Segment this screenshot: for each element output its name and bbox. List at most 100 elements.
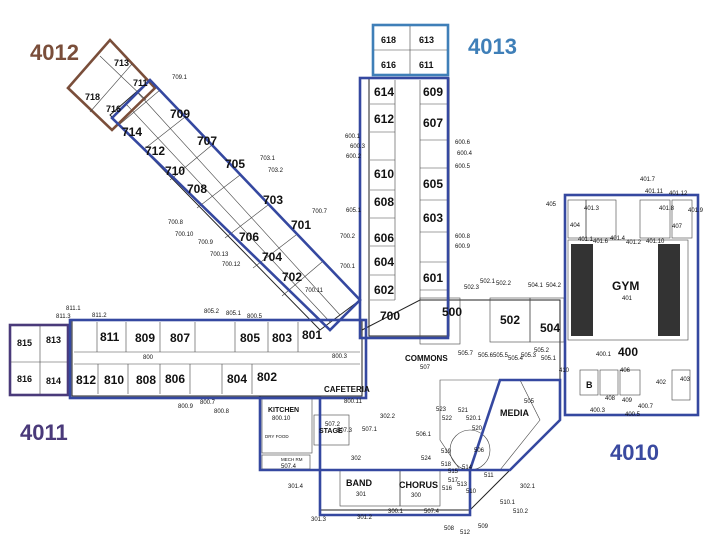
room-505-7: 505.7 <box>458 351 474 357</box>
room-401-4: 401.4 <box>610 236 626 242</box>
room-400-1: 400.1 <box>596 352 612 358</box>
room-402: 402 <box>656 380 667 386</box>
room-400-7: 400.7 <box>638 404 654 410</box>
room-504-1: 504.1 <box>528 283 544 289</box>
room-401-1: 401.1 <box>578 237 594 243</box>
room-802: 802 <box>257 370 277 384</box>
room-605-1: 605.1 <box>346 208 362 214</box>
room-815: 815 <box>17 338 32 348</box>
room-401-10: 401.10 <box>646 239 665 245</box>
room-502-3: 502.3 <box>464 285 480 291</box>
room-506: 506 <box>474 448 485 454</box>
mech-room-label: MECH RM <box>281 457 303 462</box>
room-504: 504 <box>540 321 560 335</box>
room-807: 807 <box>170 331 190 345</box>
room-700: 700 <box>380 309 400 323</box>
room-602: 602 <box>374 283 394 297</box>
room-605: 605 <box>423 177 443 191</box>
room-301-3: 301.3 <box>311 517 327 523</box>
kitchen-label: KITCHEN <box>268 407 299 414</box>
room-404: 404 <box>570 223 581 229</box>
room-520-1: 520.1 <box>466 416 482 422</box>
room-703: 703 <box>263 193 283 207</box>
room-511: 511 <box>484 473 494 479</box>
room-606: 606 <box>374 231 394 245</box>
room-703-2: 703.2 <box>268 168 284 174</box>
room-700-8: 700.8 <box>168 220 184 226</box>
room-700-12: 700.12 <box>222 262 241 268</box>
zone-4010-wing800 <box>68 318 368 400</box>
room-300-1: 300.1 <box>388 509 404 515</box>
room-707: 707 <box>197 134 217 148</box>
room-302-1: 302.1 <box>520 484 536 490</box>
room-502: 502 <box>500 313 520 327</box>
room-608: 608 <box>374 195 394 209</box>
room-302: 302 <box>351 456 362 462</box>
room-512: 512 <box>460 530 471 536</box>
gym-number: 401 <box>622 296 633 302</box>
dry-food-label: DRY FOOD <box>265 434 289 439</box>
room-700-7: 700.7 <box>312 209 328 215</box>
room-401-8: 401.8 <box>659 206 675 212</box>
gym-label: GYM <box>612 279 639 293</box>
room-524: 524 <box>421 456 432 462</box>
room-800-9: 800.9 <box>178 404 194 410</box>
zone-4010-media <box>468 378 562 472</box>
media-label: MEDIA <box>500 408 530 418</box>
band-number: 301 <box>356 492 367 498</box>
room-806: 806 <box>165 372 185 386</box>
room-805-1: 805.1 <box>226 311 242 317</box>
room-710: 710 <box>165 164 185 178</box>
room-803: 803 <box>272 331 292 345</box>
room-705: 705 <box>225 157 245 171</box>
room-410: 410 <box>559 368 570 374</box>
room-801: 801 <box>302 328 322 342</box>
room-600-4: 600.4 <box>457 151 473 157</box>
room-616: 616 <box>381 60 396 70</box>
room-401-9: 401.9 <box>688 208 704 214</box>
room-614: 614 <box>374 85 394 99</box>
room-401-6: 401.6 <box>593 239 609 245</box>
room-716: 716 <box>106 104 121 114</box>
room-523: 523 <box>436 407 447 413</box>
room-810: 810 <box>104 373 124 387</box>
room-521: 521 <box>458 408 469 414</box>
room-800-8: 800.8 <box>214 409 230 415</box>
room-400-5: 400.5 <box>625 412 641 418</box>
room-400: 400 <box>618 345 638 359</box>
room-513: 513 <box>457 482 468 488</box>
room-506-1: 506.1 <box>416 432 432 438</box>
room-811-2: 811.2 <box>92 313 107 319</box>
band-label: BAND <box>346 478 372 488</box>
room-612: 612 <box>374 112 394 126</box>
room-520: 520 <box>472 426 483 432</box>
room-711: 711 <box>133 78 148 88</box>
room-510-1: 510.1 <box>500 500 516 506</box>
room-703-1: 703.1 <box>260 156 276 162</box>
room-704: 704 <box>262 250 282 264</box>
room-808: 808 <box>136 373 156 387</box>
room-b: B <box>586 380 593 390</box>
room-618: 618 <box>381 35 396 45</box>
room-600-8: 600.8 <box>455 234 471 240</box>
room-600-1: 600.1 <box>345 134 361 140</box>
room-502-2: 502.2 <box>496 281 512 287</box>
room-700-2: 700.2 <box>340 234 356 240</box>
room-714: 714 <box>122 125 142 139</box>
central-outline <box>259 299 561 511</box>
room-504-2: 504.2 <box>546 283 562 289</box>
room-401-3: 401.3 <box>584 206 600 212</box>
room-700-11: 700.11 <box>305 288 324 294</box>
room-816: 816 <box>17 374 32 384</box>
room-604: 604 <box>374 255 394 269</box>
room-408: 408 <box>605 396 616 402</box>
chorus-number: 300 <box>411 493 422 499</box>
room-510: 510 <box>466 489 477 495</box>
room-507-4: 507.4 <box>424 509 440 515</box>
room-509: 509 <box>478 524 489 530</box>
room-502-1: 502.1 <box>480 279 496 285</box>
room-518: 518 <box>441 462 452 468</box>
room-712: 712 <box>145 144 165 158</box>
mech-room-number: 507.4 <box>281 464 297 470</box>
